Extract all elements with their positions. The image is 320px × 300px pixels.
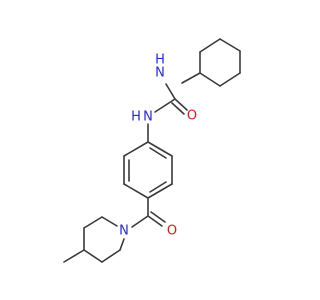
bond bbox=[174, 98, 188, 111]
bond bbox=[181, 72, 201, 84]
piperidine-ring bbox=[83, 216, 125, 263]
bond bbox=[149, 147, 167, 159]
bond bbox=[149, 181, 167, 193]
bond bbox=[219, 72, 241, 87]
bond bbox=[219, 38, 241, 52]
bond bbox=[147, 141, 173, 157]
bond bbox=[123, 141, 149, 157]
cyclohexane-ring bbox=[199, 38, 241, 87]
nitrogen-label: N bbox=[143, 110, 153, 125]
molecule-structure: N H O N H O N bbox=[63, 38, 241, 263]
bond bbox=[123, 183, 149, 199]
bond bbox=[147, 215, 163, 227]
bond bbox=[83, 249, 103, 263]
bond bbox=[83, 216, 103, 229]
bond bbox=[147, 183, 173, 199]
molecule-canvas: N H O N H O N bbox=[63, 38, 241, 263]
oxygen-label: O bbox=[187, 109, 197, 124]
benzene-ring bbox=[123, 141, 173, 199]
bond bbox=[171, 102, 185, 115]
bond bbox=[101, 216, 118, 227]
hydrogen-label: H bbox=[131, 110, 141, 125]
bond bbox=[131, 215, 149, 228]
bond bbox=[119, 238, 125, 251]
bond bbox=[165, 83, 176, 100]
nitrogen-label: N bbox=[119, 224, 129, 239]
bond bbox=[101, 249, 121, 263]
bond bbox=[199, 72, 221, 87]
bond bbox=[199, 38, 221, 53]
nitrogen-label: N bbox=[155, 66, 165, 81]
bond bbox=[154, 98, 176, 113]
methyl-bond bbox=[63, 249, 85, 263]
bond bbox=[150, 211, 166, 223]
oxygen-label: O bbox=[167, 224, 177, 239]
hydrogen-label: H bbox=[155, 53, 165, 68]
